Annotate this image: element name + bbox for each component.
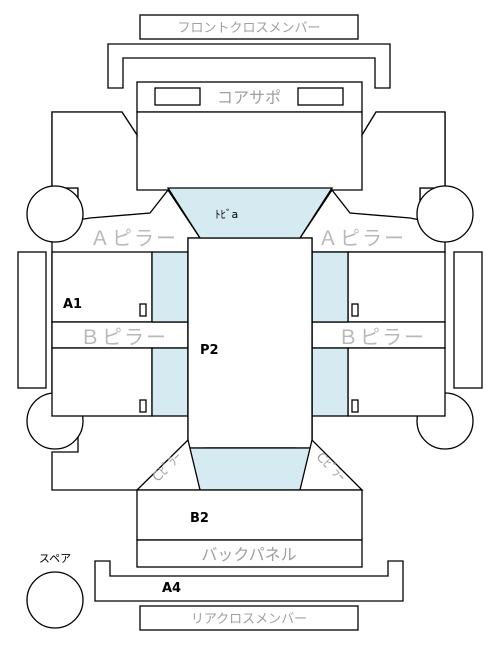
front-left-wheel-icon xyxy=(26,185,84,243)
b2-label: B2 xyxy=(190,511,209,526)
core-support-label: コアサポ xyxy=(217,88,281,107)
left-front-door xyxy=(51,251,153,323)
front-right-wheel-icon xyxy=(416,185,474,243)
rear-bracket xyxy=(94,560,404,602)
left-front-window xyxy=(151,251,189,323)
roof-panel xyxy=(187,237,313,449)
back-panel-label: バックパネル xyxy=(201,545,296,564)
right-front-window xyxy=(311,251,349,323)
b-pillar-left-label: Ｂピラー xyxy=(80,325,168,349)
right-front-tab xyxy=(351,303,359,317)
rear-window xyxy=(187,447,313,491)
core-support-right-slot xyxy=(297,87,344,106)
left-side-rail xyxy=(17,251,47,389)
right-rear-window xyxy=(311,347,349,417)
left-rear-window xyxy=(151,347,189,417)
front-cross-member-label: フロントクロスメンバー xyxy=(177,21,320,36)
right-rear-door xyxy=(347,347,446,417)
rear-cross-member-box xyxy=(139,605,359,631)
front-bracket xyxy=(107,43,391,89)
right-side-rail xyxy=(453,251,483,389)
left-rear-tab xyxy=(139,399,147,413)
a1-label: A1 xyxy=(63,297,82,312)
right-b-pillar-box xyxy=(311,321,446,349)
windshield xyxy=(166,187,334,239)
right-front-fender xyxy=(330,111,446,221)
left-rear-door xyxy=(51,347,153,417)
left-front-fender xyxy=(51,111,170,221)
right-rear-tab xyxy=(351,399,359,413)
a-pillar-right-label: Ａピラー xyxy=(318,226,406,250)
front-cross-member-box xyxy=(139,14,359,40)
core-support-left-slot xyxy=(154,87,201,106)
left-b-pillar-box xyxy=(51,321,189,349)
right-front-door xyxy=(347,251,446,323)
a-pillar-left-label: Ａピラー xyxy=(90,226,178,250)
b-pillar-right-label: Ｂピラー xyxy=(338,325,426,349)
back-panel-box xyxy=(136,539,363,568)
door-label: ﾄﾋﾞa xyxy=(215,208,238,221)
trunk-lid xyxy=(136,489,363,541)
spare-label: スペア xyxy=(39,552,71,565)
rear-cross-member-label: リアクロスメンバー xyxy=(191,612,307,627)
left-front-tab xyxy=(139,303,147,317)
a4-label: A4 xyxy=(162,581,181,596)
spare-tire-icon xyxy=(26,571,84,629)
p2-label: P2 xyxy=(200,343,219,358)
